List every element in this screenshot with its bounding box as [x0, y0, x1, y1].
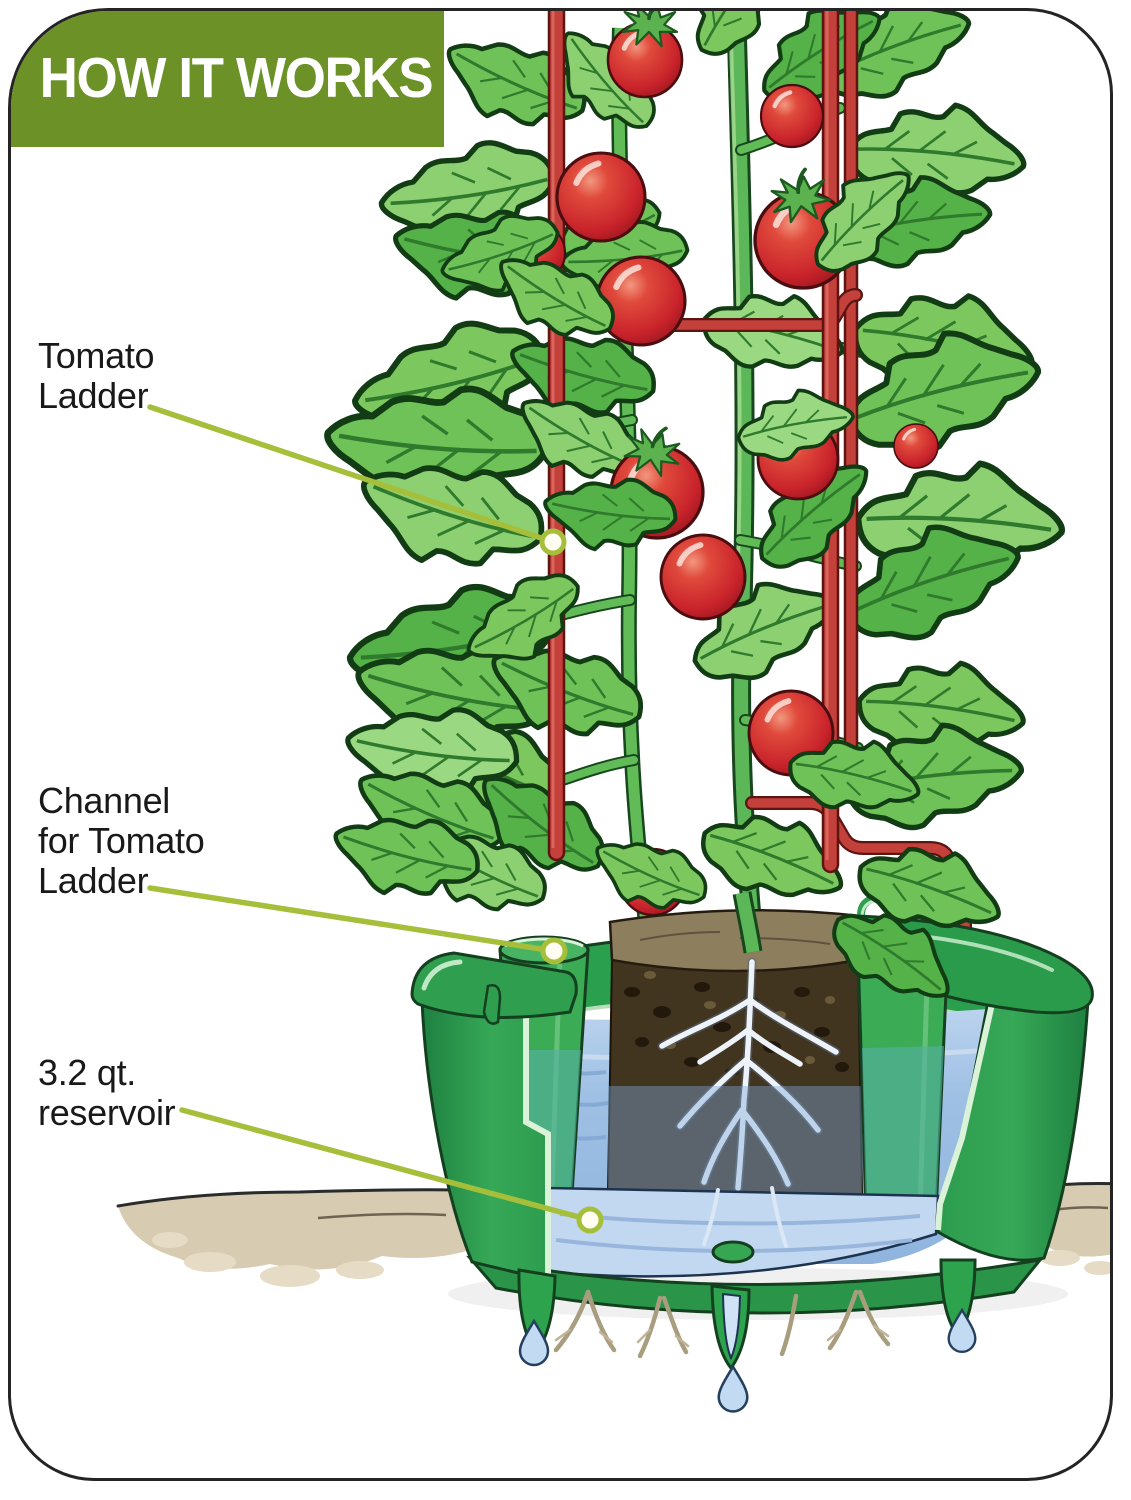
roots: [657, 957, 841, 1193]
leader-channel: [147, 885, 568, 965]
pot-front-wall-left: [410, 951, 578, 1282]
leader-dot-tomato-ladder: [539, 528, 567, 556]
callout-line: Tomato: [38, 335, 155, 376]
planter-pot-cutaway: [410, 891, 1094, 1413]
title-banner: HOW IT WORKS: [11, 11, 444, 147]
page-title: HOW IT WORKS: [39, 45, 434, 110]
info-card: HOW IT WORKS Tomato Ladder Channel for T…: [8, 8, 1113, 1481]
callout-line: Ladder: [38, 860, 149, 901]
leader-dot-channel: [540, 937, 568, 965]
leader-dot-reservoir: [576, 1206, 604, 1234]
callout-reservoir: 3.2 qt. reservoir: [38, 1052, 176, 1133]
roots-below-planter: [553, 1289, 891, 1359]
callout-line: reservoir: [38, 1092, 176, 1133]
callout-line: 3.2 qt.: [38, 1052, 136, 1093]
callout-line: Channel: [38, 780, 171, 821]
reservoir-bottom-band: [546, 1186, 940, 1278]
ground-soil-line: [116, 1182, 1112, 1287]
callout-line: Ladder: [38, 375, 149, 416]
leader-tomato-ladder: [147, 404, 567, 556]
callout-tomato-ladder: Tomato Ladder: [38, 335, 155, 416]
soil-root-ball: [606, 891, 864, 1196]
callout-leaders: [147, 404, 604, 1234]
callout-channel-for-tomato-ladder: Channel for Tomato Ladder: [38, 780, 205, 901]
leader-reservoir: [179, 1107, 604, 1234]
callout-line: for Tomato: [38, 820, 205, 861]
drain-hole: [711, 1240, 755, 1264]
